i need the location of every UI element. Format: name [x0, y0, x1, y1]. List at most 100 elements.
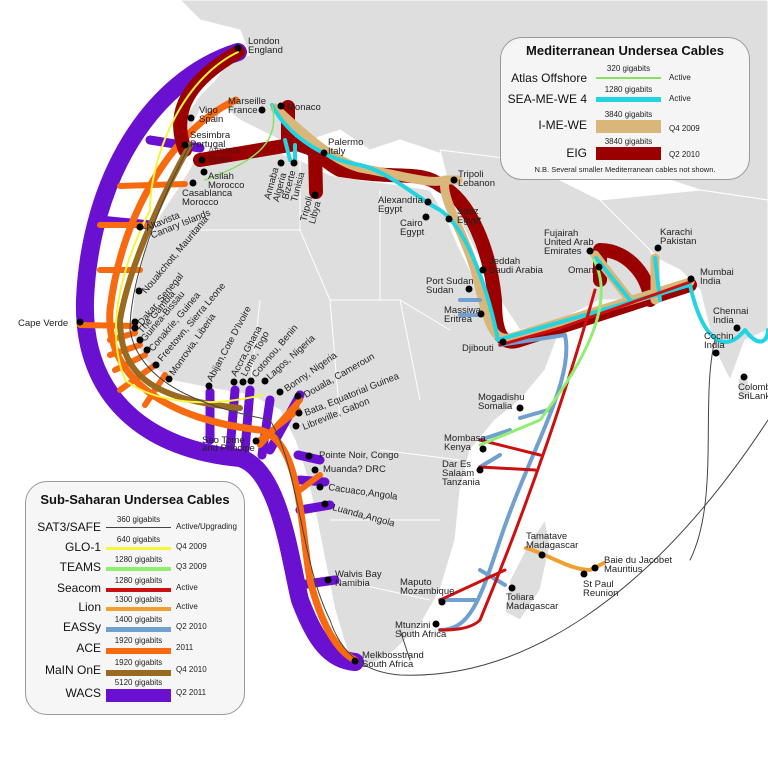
landing-point-oman[interactable] [595, 263, 603, 271]
mediterranean-legend: Mediterranean Undersea Cables Atlas Offs… [500, 37, 750, 180]
landing-point-suez[interactable] [445, 215, 453, 223]
landing-point-massiwa[interactable] [477, 310, 485, 318]
cable-seacom[interactable] [438, 280, 692, 632]
landing-point-cotonou[interactable] [247, 377, 255, 385]
landing-point-sesimbra[interactable] [181, 141, 189, 149]
landing-point-tamatave[interactable] [538, 551, 546, 559]
landing-point-lome[interactable] [239, 378, 247, 386]
landing-point-libreville[interactable] [292, 422, 300, 430]
landing-point-lagos[interactable] [261, 377, 269, 385]
landing-point-asilah[interactable] [200, 168, 208, 176]
landing-point-mogadishu[interactable] [516, 404, 524, 412]
cable-sat3-safe[interactable] [129, 144, 768, 676]
landing-point-accra[interactable] [230, 378, 238, 386]
landing-point-vigo[interactable] [187, 114, 195, 122]
legend-status: Q4 2009 [176, 542, 207, 551]
legend-name: I-ME-WE [538, 118, 587, 132]
landing-point-casablanca[interactable] [189, 179, 197, 187]
landing-point-bata[interactable] [295, 409, 303, 417]
landing-point-luanda[interactable] [321, 500, 329, 508]
legend-capacity: 1920 gigabits [114, 636, 163, 645]
landing-point-abidjan[interactable] [205, 382, 213, 390]
legend-swatch [106, 588, 171, 592]
landing-point-cape-verde[interactable] [76, 318, 84, 326]
legend-status: Q2 2010 [669, 150, 700, 159]
legend-name: Seacom [56, 581, 101, 595]
landing-point-muanda[interactable] [311, 466, 319, 474]
cable-ace[interactable] [106, 96, 359, 664]
landing-point-maputo[interactable] [438, 598, 446, 606]
landing-point-london[interactable] [234, 44, 242, 52]
label-muanda: Muanda? DRC [323, 464, 386, 475]
cable-wacs[interactable] [75, 43, 364, 671]
cable-ime-we[interactable] [270, 103, 695, 343]
landing-point-mtunzini[interactable] [432, 620, 440, 628]
landing-point-colombo[interactable] [740, 373, 748, 381]
cable-atlas-offshore[interactable] [204, 104, 275, 181]
landing-point-cochin[interactable] [712, 349, 720, 357]
landing-point-toliara[interactable] [508, 584, 516, 592]
landing-point-chennai[interactable] [733, 324, 741, 332]
landing-point-port-sudan[interactable] [465, 285, 473, 293]
landing-point-walvis-bay[interactable] [324, 576, 332, 584]
landing-point-dakar[interactable] [131, 318, 139, 326]
landing-point-mumbai[interactable] [687, 275, 695, 283]
landing-point-conakry[interactable] [143, 346, 151, 354]
landing-point-st-paul[interactable] [580, 570, 588, 578]
cable-main-one[interactable] [117, 142, 243, 411]
landing-point-gambia[interactable] [131, 324, 139, 332]
legend-swatch [106, 527, 171, 528]
landing-points [76, 44, 748, 665]
landing-point-cacuaco[interactable] [316, 483, 324, 491]
landing-point-freetown[interactable] [152, 361, 160, 369]
landing-point-jeddah[interactable] [479, 266, 487, 274]
landing-point-alexandria[interactable] [424, 198, 432, 206]
landing-point-pointe-noire[interactable] [305, 452, 313, 460]
legend-capacity: 1920 gigabits [114, 658, 163, 667]
landing-point-marseille[interactable] [258, 106, 266, 114]
landing-point-monrovia[interactable] [165, 375, 173, 383]
cable-easy[interactable] [438, 298, 569, 632]
landing-point-bonny[interactable] [276, 388, 284, 396]
label-monaco: Monaco [287, 102, 321, 113]
landing-point-sao-tome[interactable] [252, 437, 260, 445]
landing-point-djibouti[interactable] [499, 338, 507, 346]
landing-point-karachi[interactable] [654, 244, 662, 252]
legend-swatch [106, 567, 171, 571]
landing-point-almeria[interactable] [198, 156, 206, 164]
landing-point-tripoli-libya[interactable] [311, 191, 319, 199]
cable-sea-me-we-4[interactable] [270, 103, 768, 344]
landing-point-tripoli-lebanon[interactable] [450, 176, 458, 184]
landing-point-mombasa[interactable] [479, 445, 487, 453]
landing-point-bizerte[interactable] [290, 159, 298, 167]
landing-point-monaco[interactable] [277, 102, 285, 110]
legend-capacity: 5120 gigabits [114, 678, 163, 687]
legend-swatch [106, 689, 171, 702]
legend-capacity: 640 gigabits [116, 535, 161, 544]
landing-point-douala[interactable] [294, 392, 302, 400]
landing-point-annaba[interactable] [277, 159, 285, 167]
landing-point-guinea-bissau[interactable] [136, 336, 144, 344]
legend-name: WACS [65, 686, 101, 700]
legend-item-lion: Lion 1300 gigabits Active [26, 595, 244, 617]
landing-point-melkbosstrand[interactable] [351, 657, 359, 665]
cable-lion[interactable] [524, 546, 606, 572]
landing-point-altavista[interactable] [136, 223, 144, 231]
landing-point-fujairah[interactable] [586, 247, 594, 255]
landing-point-palermo[interactable] [320, 149, 328, 157]
landing-point-baie-du-jacobet[interactable] [591, 564, 599, 572]
landing-point-nouakchott[interactable] [135, 287, 143, 295]
landing-point-cairo[interactable] [422, 213, 430, 221]
landing-point-dar-es-salaam[interactable] [476, 466, 484, 474]
cable-teams[interactable] [478, 258, 603, 447]
cable-glo-1[interactable] [114, 51, 263, 404]
